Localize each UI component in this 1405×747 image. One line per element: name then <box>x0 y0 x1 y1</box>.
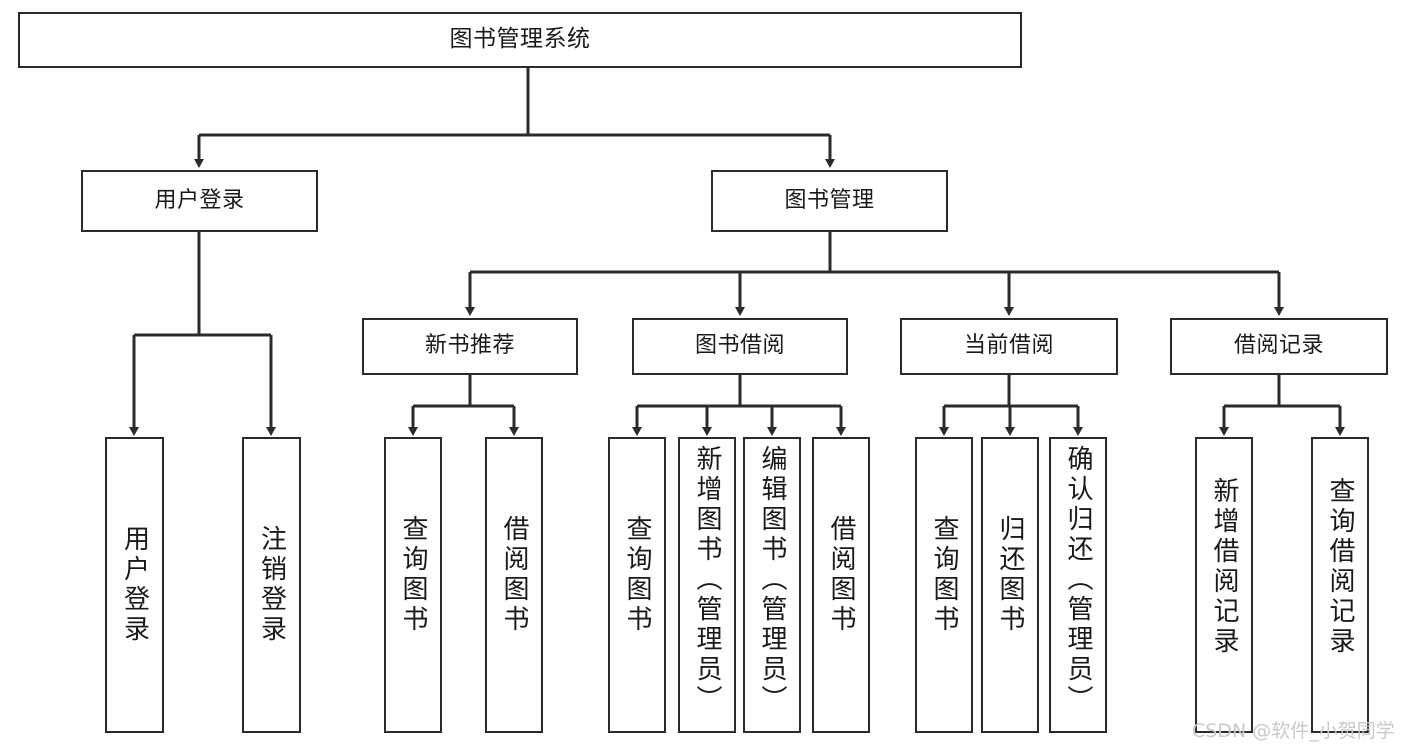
node-leaf-query-book-3[interactable]: 查询图书 <box>915 437 973 733</box>
node-leaf-user-login[interactable]: 用户登录 <box>105 437 164 733</box>
node-leaf-edit-book[interactable]: 编辑图书（管理员） <box>743 437 801 733</box>
node-book-manage-label: 图书管理 <box>784 187 875 213</box>
node-leaf-add-book[interactable]: 新增图书（管理员） <box>678 437 736 733</box>
node-leaf-query-record[interactable]: 查询借阅记录 <box>1311 437 1369 733</box>
csdn-watermark: CSDN @软件_小贺同学 <box>1192 720 1395 742</box>
node-new-book-recommend[interactable]: 新书推荐 <box>362 318 578 375</box>
node-leaf-user-login-label: 用户登录 <box>119 525 150 645</box>
node-leaf-borrow-book-2-label: 借阅图书 <box>826 515 856 635</box>
node-borrow-record[interactable]: 借阅记录 <box>1170 318 1388 375</box>
node-leaf-query-book-1[interactable]: 查询图书 <box>384 437 442 733</box>
node-leaf-return-book-label: 归还图书 <box>995 515 1025 635</box>
node-leaf-query-book-2[interactable]: 查询图书 <box>608 437 666 733</box>
node-leaf-query-record-label: 查询借阅记录 <box>1325 477 1355 657</box>
node-leaf-add-book-label: 新增图书（管理员） <box>692 445 722 715</box>
node-current-borrow-label: 当前借阅 <box>963 333 1054 359</box>
node-book-borrow[interactable]: 图书借阅 <box>632 318 848 375</box>
node-new-book-recommend-label: 新书推荐 <box>424 333 515 359</box>
node-leaf-user-logout-label: 注销登录 <box>256 525 287 645</box>
node-leaf-user-logout[interactable]: 注销登录 <box>242 437 301 733</box>
node-leaf-query-book-2-label: 查询图书 <box>622 515 652 635</box>
node-user-login-label: 用户登录 <box>154 187 245 213</box>
node-user-login[interactable]: 用户登录 <box>81 170 318 232</box>
node-leaf-add-record-label: 新增借阅记录 <box>1209 477 1239 657</box>
node-leaf-confirm-return[interactable]: 确认归还（管理员） <box>1049 437 1107 733</box>
node-leaf-borrow-book-2[interactable]: 借阅图书 <box>812 437 870 733</box>
node-leaf-query-book-3-label: 查询图书 <box>929 515 959 635</box>
node-leaf-edit-book-label: 编辑图书（管理员） <box>757 445 787 715</box>
node-current-borrow[interactable]: 当前借阅 <box>900 318 1118 375</box>
node-root-label: 图书管理系统 <box>449 26 591 53</box>
node-leaf-add-record[interactable]: 新增借阅记录 <box>1195 437 1253 733</box>
node-leaf-confirm-return-label: 确认归还（管理员） <box>1063 445 1093 715</box>
node-leaf-borrow-book-1[interactable]: 借阅图书 <box>485 437 543 733</box>
node-leaf-return-book[interactable]: 归还图书 <box>981 437 1039 733</box>
node-book-borrow-label: 图书借阅 <box>694 333 785 359</box>
node-borrow-record-label: 借阅记录 <box>1233 333 1324 359</box>
node-book-manage[interactable]: 图书管理 <box>711 170 948 232</box>
node-root[interactable]: 图书管理系统 <box>18 12 1022 68</box>
node-leaf-borrow-book-1-label: 借阅图书 <box>499 515 529 635</box>
node-leaf-query-book-1-label: 查询图书 <box>398 515 428 635</box>
